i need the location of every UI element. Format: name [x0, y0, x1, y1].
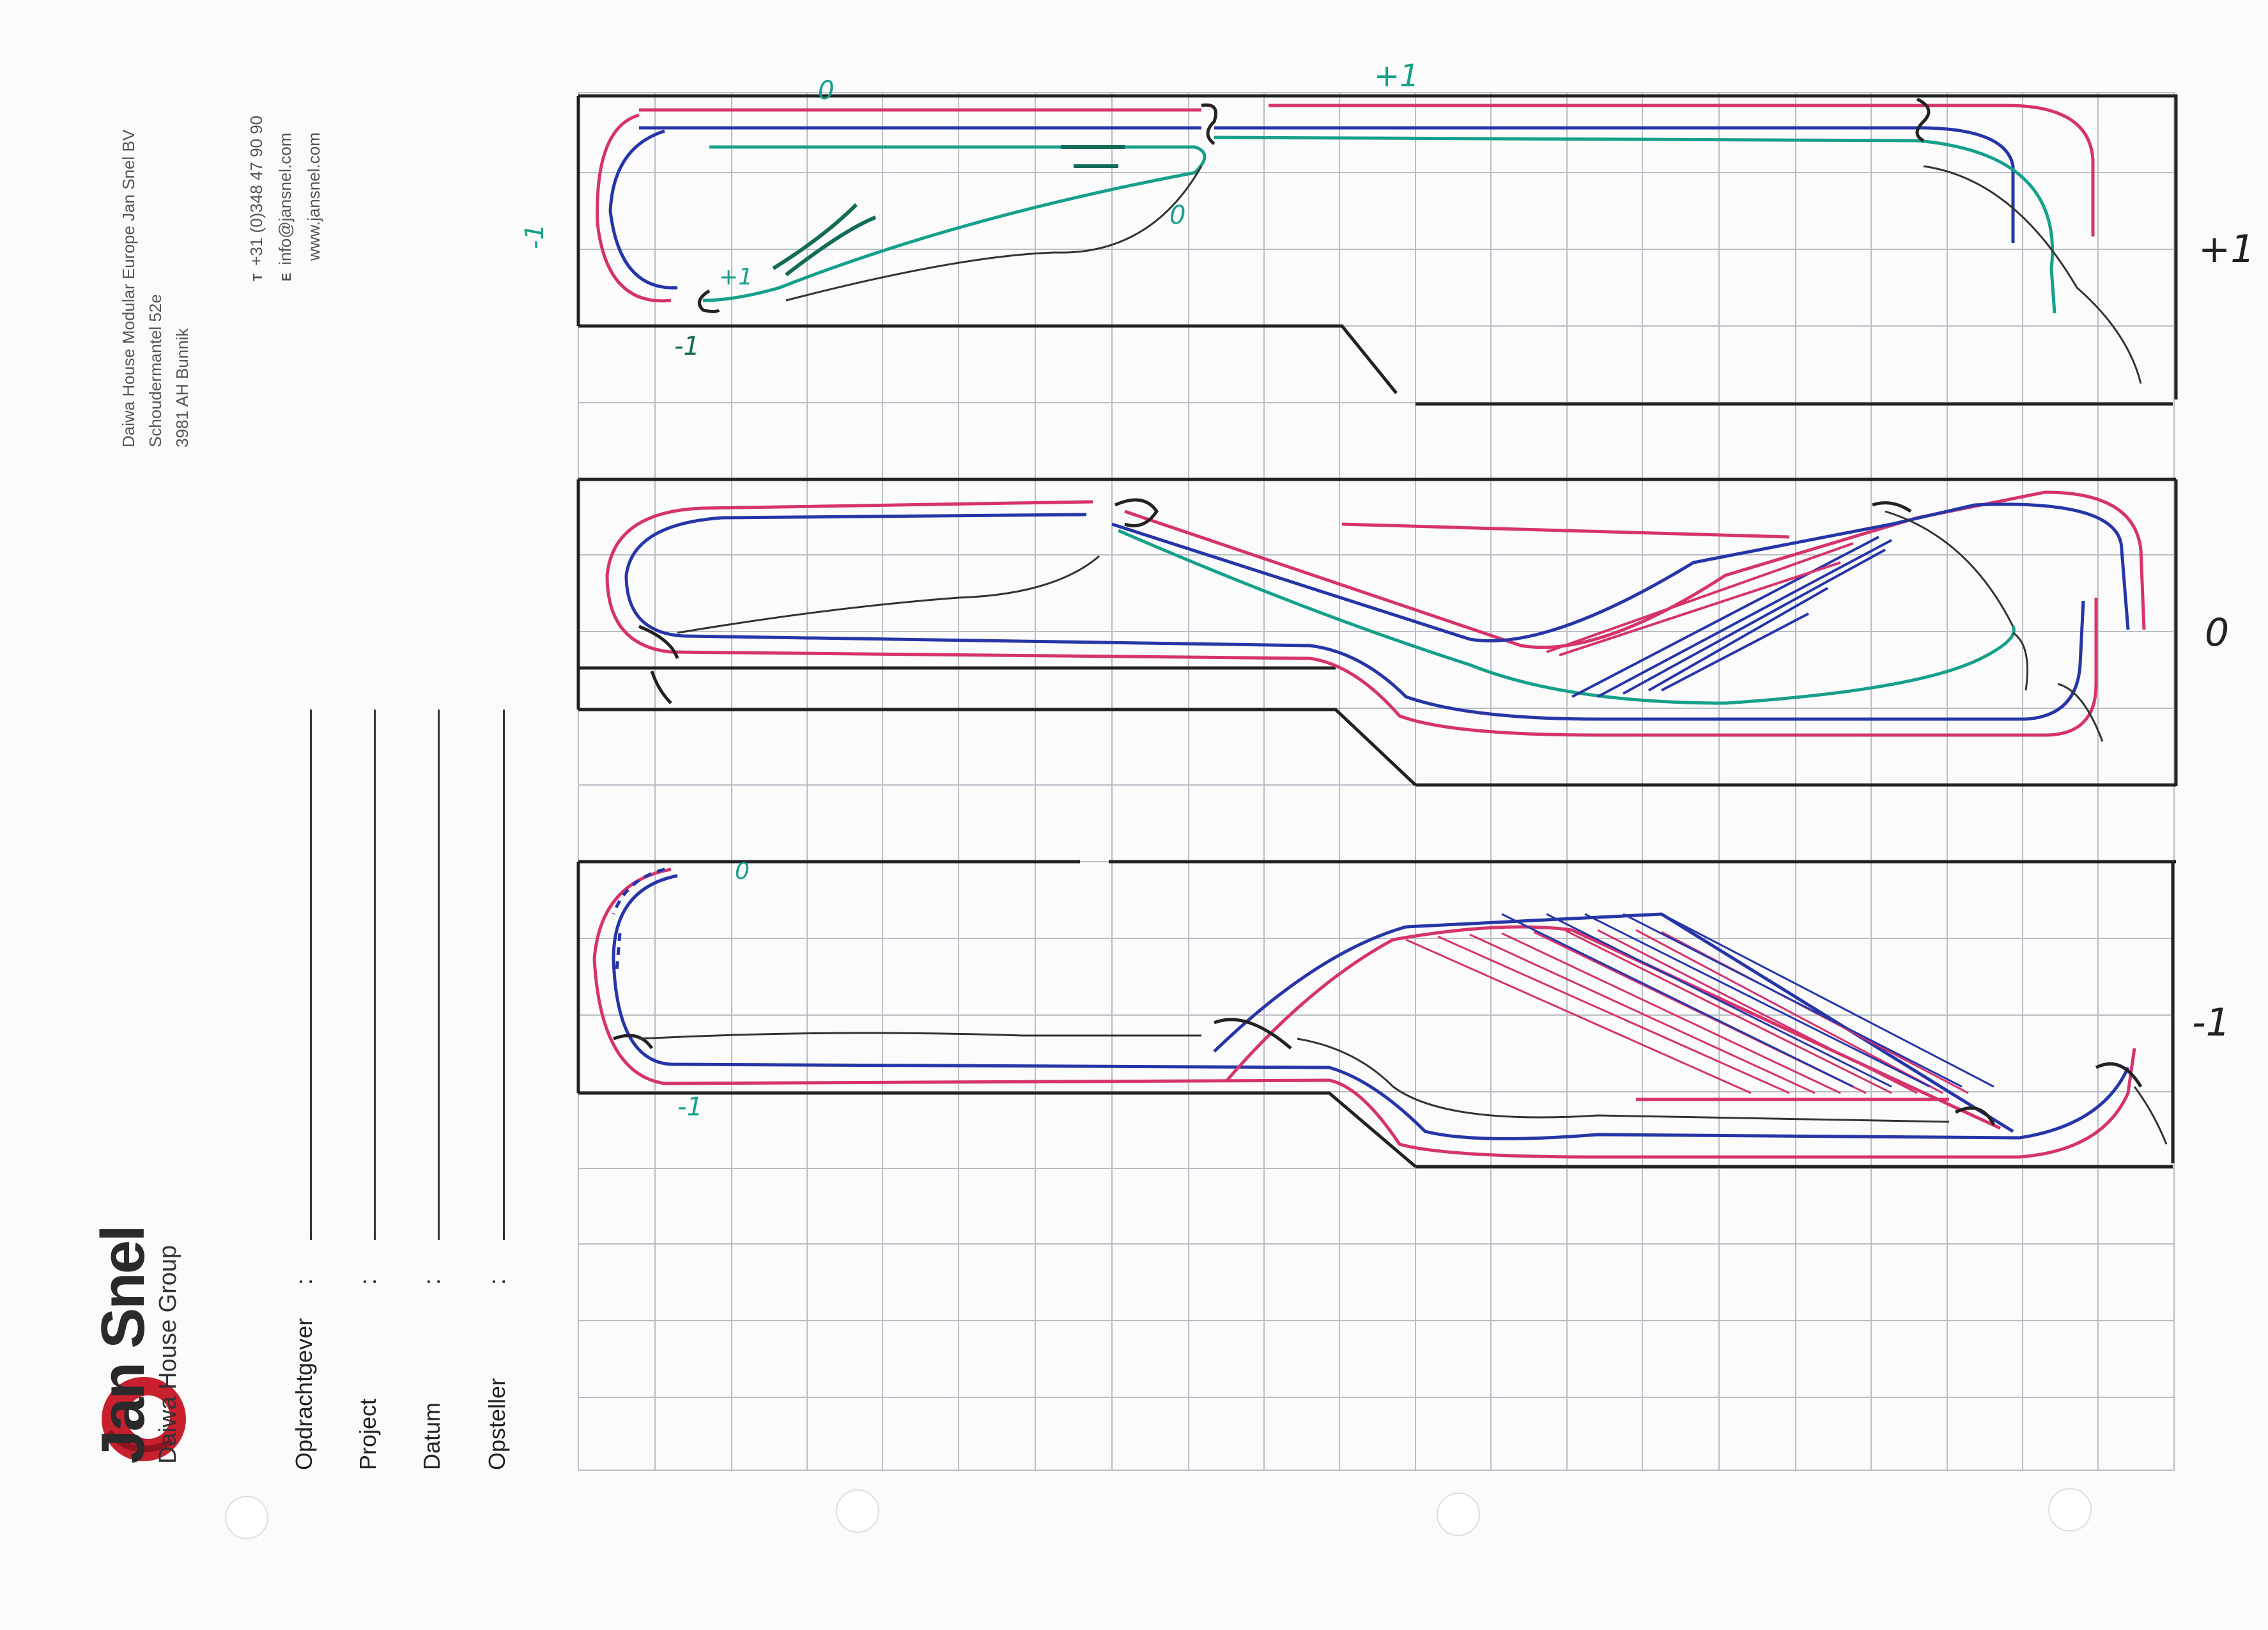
form-line-project[interactable] [374, 710, 376, 1240]
punch-hole [1437, 1493, 1480, 1536]
punch-hole [2048, 1488, 2092, 1532]
note-minus1-bottom-level: -1 [677, 1092, 703, 1122]
level-0-tracks [605, 490, 2146, 742]
note-zero-mid: 0 [1169, 201, 1185, 230]
note-zero-bottom: 0 [735, 858, 750, 885]
note-minus1-left: -1 [520, 224, 550, 249]
level-plus1-tracks [596, 97, 2142, 384]
grid [578, 92, 2175, 1471]
level-label-minus1: -1 [2192, 1000, 2230, 1045]
note-plus1-top: +1 [1374, 58, 1419, 94]
punch-hole [225, 1496, 268, 1539]
jansnel-logo-icon [102, 1377, 186, 1461]
form-line-datum[interactable] [438, 710, 440, 1240]
form-line-opdrachtgever[interactable] [310, 710, 312, 1240]
punch-hole [836, 1489, 879, 1533]
note-zero-top: 0 [818, 76, 834, 105]
level-minus1-tracks [592, 867, 2168, 1159]
level-label-plus1: +1 [2198, 227, 2255, 272]
note-plus1-small: +1 [719, 264, 753, 290]
level-plus1-frame [576, 94, 2178, 406]
form-line-opsteller[interactable] [503, 710, 505, 1240]
level-0-frame [576, 477, 2178, 787]
note-minus1-bottom: -1 [674, 332, 700, 361]
level-minus1-frame [576, 860, 2176, 1168]
level-label-0: 0 [2205, 610, 2229, 655]
